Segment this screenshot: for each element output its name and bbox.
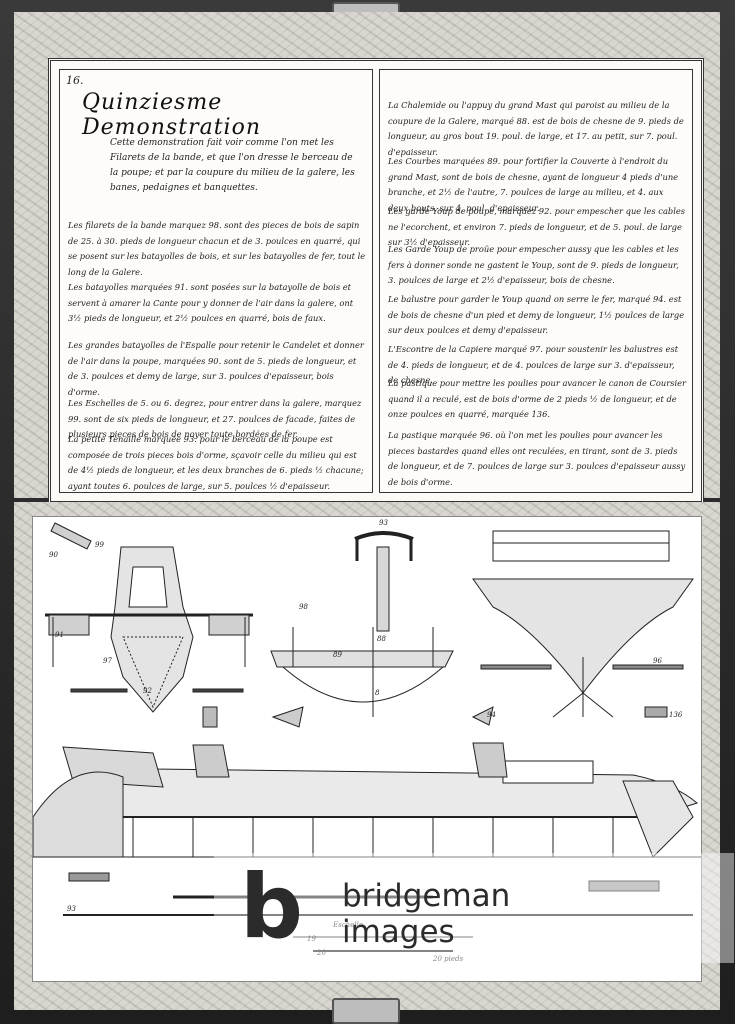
ladder-drawing — [50, 522, 92, 550]
engraved-plate: 99 90 92 91 97 98 93 88 89 8 94 96 136 1… — [32, 516, 702, 982]
stern-view-drawing — [45, 546, 253, 713]
watermark-line-1: bridgeman — [342, 878, 511, 914]
galley-side-view-drawing — [33, 742, 701, 858]
text-frame: 16. Quinziesme Demonstration Cette demon… — [48, 58, 704, 504]
watermark: b bridgeman images — [214, 853, 734, 963]
watermark-logo: b — [240, 855, 303, 958]
watermark-line-2: images — [342, 914, 455, 950]
text-page: 16. Quinziesme Demonstration Cette demon… — [14, 12, 720, 504]
label-88: 88 — [377, 635, 386, 643]
paragraph-garde-youp-poupe: Les garde Youp de poupe, marquez 92. pou… — [388, 206, 686, 247]
label-96: 96 — [653, 657, 662, 665]
text-column-left: 16. Quinziesme Demonstration Cette demon… — [59, 69, 373, 493]
scale-label: Eschelle — [332, 921, 363, 929]
mid-section-drawing — [270, 531, 454, 717]
paragraph-garde-youp-proue: Les Garde Youp de proüe pour empescher a… — [388, 244, 679, 285]
paragraph-chalemide: La Chalemide ou l'appuy du grand Mast qu… — [388, 100, 684, 157]
label-90: 90 — [49, 551, 58, 559]
intro-paragraph: Cette demonstration fait voir comme l'on… — [110, 138, 355, 193]
paragraph-eschelles: Les Eschelles de 5. ou 6. degrez, pour e… — [68, 398, 362, 439]
label-20: 20 — [316, 949, 326, 957]
clasp-bottom — [332, 998, 400, 1024]
label-8: 8 — [375, 689, 380, 697]
label-94: 94 — [487, 711, 496, 719]
label-98: 98 — [299, 603, 308, 611]
label-19: 19 — [307, 935, 316, 943]
scale-unit: 20 pieds — [432, 955, 463, 963]
page-title: Quinziesme Demonstration — [82, 90, 261, 140]
paragraph-balustre: Le balustre pour garder le Youp quand on… — [388, 294, 685, 335]
label-97: 97 — [103, 657, 112, 665]
paragraph-pastique-coursier: La pastique pour mettre les poulies pour… — [388, 378, 686, 419]
label-93: 93 — [379, 519, 388, 527]
paragraph-escontre: L'Escontre de la Capiere marqué 97. pour… — [388, 344, 679, 385]
page-number: 16. — [66, 74, 84, 87]
label-91: 91 — [55, 631, 64, 639]
label-93-bottom: 93 — [67, 905, 76, 913]
label-99: 99 — [95, 541, 104, 549]
paragraph-pastique-96: La pastique marquée 96. où l'on met les … — [388, 430, 686, 487]
label-92: 92 — [143, 687, 152, 695]
bow-view-drawing — [472, 530, 694, 718]
paragraph-courbes: Les Courbes marquées 89. pour fortifier … — [388, 156, 679, 213]
label-89: 89 — [333, 651, 342, 659]
ship-drawings: 99 90 92 91 97 98 93 88 89 8 94 96 136 1… — [33, 519, 701, 963]
paragraph-filarets: Les filarets de la bande marquez 98. son… — [68, 220, 366, 277]
label-136: 136 — [669, 711, 683, 719]
paragraph-batayolles: Les batayolles marquées 91. sont posées … — [68, 282, 354, 323]
paragraph-petite-tenaille: La petite Tenaille marquée 93. pour le b… — [68, 434, 364, 491]
text-column-right: La Chalemide ou l'appuy du grand Mast qu… — [379, 69, 693, 493]
paragraph-grandes-batayolles: Les grandes batayolles de l'Espalle pour… — [68, 340, 364, 397]
